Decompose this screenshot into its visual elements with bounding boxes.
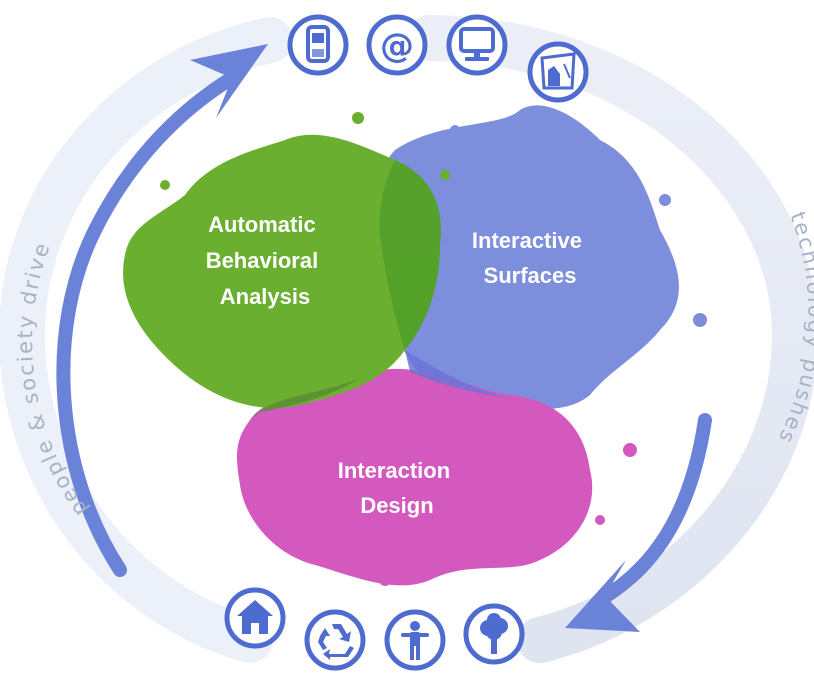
recycle-icon <box>304 609 366 671</box>
mobile-phone-icon <box>287 14 349 76</box>
blob-overlaps <box>250 160 510 420</box>
label-interactive-surfaces: Interactive Surfaces <box>472 228 588 288</box>
cycle-track <box>0 15 814 663</box>
top-icons: @ <box>287 14 589 103</box>
bottom-icons <box>224 587 525 671</box>
svg-text:@: @ <box>380 26 414 66</box>
blob-automatic-behavioral-analysis <box>123 112 450 409</box>
label-interaction-design: Interaction Design <box>338 458 457 518</box>
blob-interaction-design <box>237 368 637 586</box>
blob-interactive-surfaces <box>376 105 707 410</box>
house-icon <box>224 587 286 649</box>
tree-icon <box>463 603 525 665</box>
right-cycle-arrow <box>565 413 712 632</box>
computer-monitor-icon <box>446 14 508 76</box>
left-cycle-arrow <box>56 44 268 577</box>
at-sign-icon: @ <box>366 14 428 76</box>
touch-surface-icon <box>527 41 589 103</box>
person-icon <box>384 609 446 671</box>
label-automatic-behavioral-analysis: Automatic Behavioral Analysis <box>206 212 325 309</box>
